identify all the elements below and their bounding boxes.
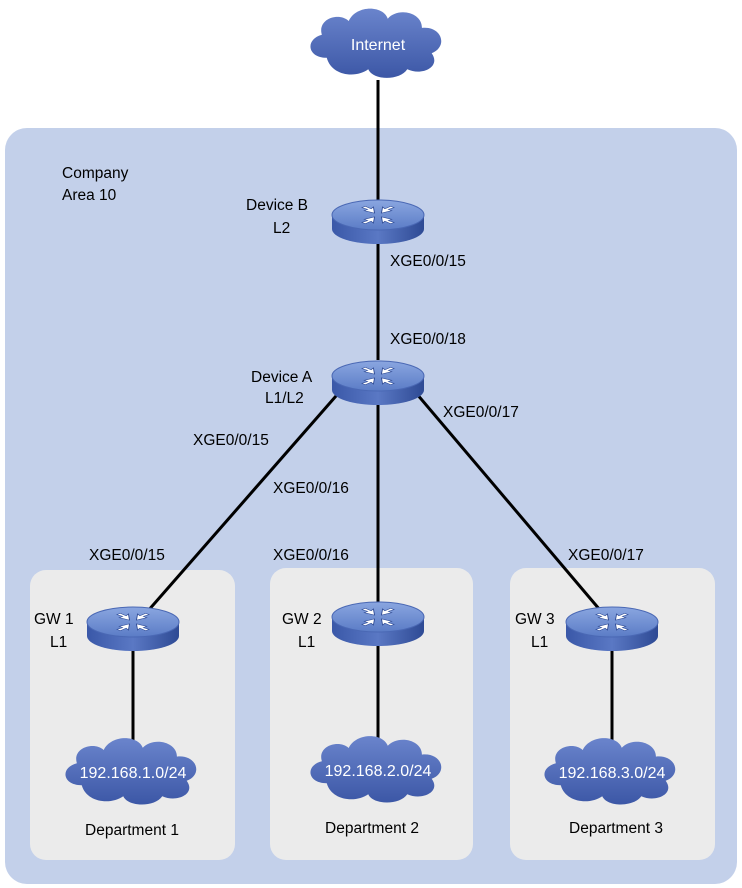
gw2-name: GW 2 xyxy=(282,611,322,628)
department-2-cloud: 192.168.2.0/24 xyxy=(310,736,442,803)
device-a-port-up: XGE0/0/18 xyxy=(390,331,466,348)
gw1-level: L1 xyxy=(50,634,67,651)
department-1-name: Department 1 xyxy=(85,822,179,839)
device-b-router-icon xyxy=(331,199,425,244)
gw2-port-up: XGE0/0/16 xyxy=(273,547,349,564)
gw1-port-up: XGE0/0/15 xyxy=(89,547,165,564)
department-3-name: Department 3 xyxy=(569,820,663,837)
gw2-level: L1 xyxy=(298,634,315,651)
gw1-name: GW 1 xyxy=(34,611,74,628)
department-3-cloud: 192.168.3.0/24 xyxy=(544,738,676,805)
device-a-name: Device A xyxy=(251,369,313,386)
device-a-port-right: XGE0/0/17 xyxy=(443,404,519,421)
device-a-router-icon xyxy=(331,360,425,405)
device-b-level: L2 xyxy=(273,220,290,237)
company-label: Company xyxy=(62,165,129,182)
device-a-port-mid: XGE0/0/16 xyxy=(273,480,349,497)
link-devicea-gw1 xyxy=(138,379,352,621)
department-1-cloud: 192.168.1.0/24 xyxy=(65,738,197,805)
device-b-port-down: XGE0/0/15 xyxy=(390,253,466,270)
internet-label: Internet xyxy=(351,37,406,54)
gw3-name: GW 3 xyxy=(515,611,555,628)
department-3-subnet: 192.168.3.0/24 xyxy=(559,765,666,782)
gw3-router-icon xyxy=(565,606,659,651)
department-1-subnet: 192.168.1.0/24 xyxy=(80,765,187,782)
gw3-port-up: XGE0/0/17 xyxy=(568,547,644,564)
device-b-name: Device B xyxy=(246,197,308,214)
gw1-router-icon xyxy=(86,606,180,651)
gw3-level: L1 xyxy=(531,634,548,651)
link-devicea-gw3 xyxy=(403,379,602,611)
area-label: Area 10 xyxy=(62,187,117,204)
gw2-router-icon xyxy=(331,601,425,646)
device-a-port-left: XGE0/0/15 xyxy=(193,432,269,449)
device-a-level: L1/L2 xyxy=(265,390,304,407)
department-2-subnet: 192.168.2.0/24 xyxy=(325,763,432,780)
department-2-name: Department 2 xyxy=(325,820,419,837)
internet-cloud: Internet xyxy=(310,8,442,78)
links xyxy=(131,80,614,745)
